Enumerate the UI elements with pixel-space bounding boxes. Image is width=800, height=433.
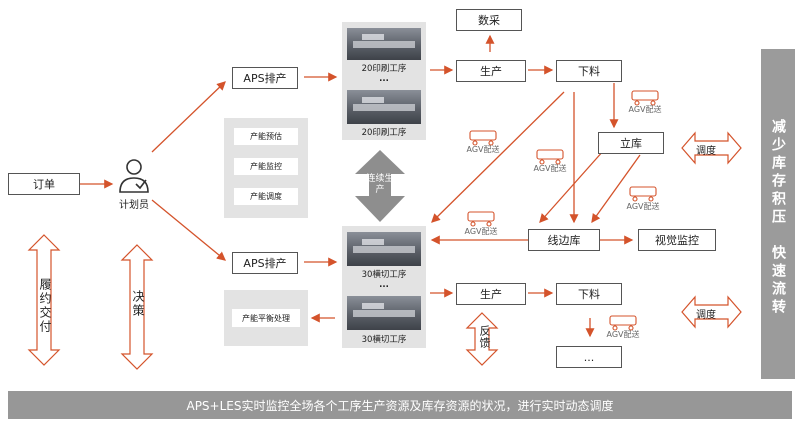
agv-icon [469, 130, 497, 146]
agv-icon [629, 186, 657, 202]
capacity-dispatch: 产能调度 [234, 188, 298, 205]
footer-banner: APS+LES实时监控全场各个工序生产资源及库存资源的状况，进行实时动态调度 [8, 391, 792, 419]
more-box: ... [556, 346, 622, 368]
agv-label: AGV配送 [464, 227, 498, 236]
vision-box: 视觉监控 [638, 229, 716, 251]
produce-box-bottom: 生产 [456, 283, 526, 305]
agv-label: AGV配送 [466, 145, 500, 154]
arrow-planner-aps-bottom [151, 199, 227, 261]
warehouse-box: 立库 [598, 132, 664, 154]
arrow-unload-cut [431, 91, 565, 223]
cut-machine-image [347, 296, 421, 330]
capacity-balance: 产能平衡处理 [232, 309, 300, 327]
double-arrow-dispatch-top [681, 131, 742, 165]
dispatch-label-bottom: 调度 [696, 310, 716, 321]
print-process-panel: 20印刷工序 ... 20印刷工序 [342, 22, 426, 140]
cut-ellipsis: ... [379, 280, 389, 290]
side-text-top: 减少库存积压 [770, 119, 786, 227]
aps-top-label: APS排产 [243, 72, 287, 85]
double-arrow-continuous [355, 150, 405, 222]
aps-box-bottom: APS排产 [232, 252, 298, 274]
print-process-label-bottom: 20印刷工序 [361, 128, 407, 138]
planner-label: 计划员 [119, 200, 149, 211]
print-process-label-top: 20印刷工序 [361, 64, 407, 74]
double-arrow-feedback [465, 312, 499, 366]
agv-label: AGV配送 [628, 105, 662, 114]
cut-process-panel: 30横切工序 ... 30横切工序 [342, 226, 426, 348]
produce-bottom-label: 生产 [480, 288, 502, 301]
order-box: 订单 [8, 173, 80, 195]
planner-icon [119, 159, 149, 193]
agv-icon [536, 149, 564, 165]
double-arrow-dispatch-bottom [681, 295, 742, 329]
warehouse-label: 立库 [620, 137, 642, 150]
more-label: ... [583, 350, 595, 364]
cut-process-label-bottom: 30横切工序 [361, 335, 407, 345]
vision-label: 视觉监控 [655, 234, 699, 247]
produce-top-label: 生产 [480, 65, 502, 78]
fulfill-label: 履约交付 [38, 278, 52, 334]
side-text-bottom: 快速流转 [770, 245, 786, 317]
footer-text: APS+LES实时监控全场各个工序生产资源及库存资源的状况，进行实时动态调度 [186, 398, 614, 413]
aps-bottom-label: APS排产 [243, 257, 287, 270]
capacity-balance-panel: 产能平衡处理 [224, 290, 308, 346]
order-label: 订单 [33, 178, 55, 191]
unload-bottom-label: 下料 [578, 288, 600, 301]
capacity-panel: 产能预估 产能监控 产能调度 [224, 118, 308, 218]
agv-label: AGV配送 [626, 202, 660, 211]
data-collect-label: 数采 [478, 14, 500, 27]
produce-box-top: 生产 [456, 60, 526, 82]
agv-label: AGV配送 [606, 330, 640, 339]
capacity-monitor: 产能监控 [234, 158, 298, 175]
print-ellipsis: ... [379, 74, 389, 84]
line-store-label: 线边库 [547, 234, 581, 247]
aps-box-top: APS排产 [232, 67, 298, 89]
unload-box-top: 下料 [556, 60, 622, 82]
dispatch-label-top: 调度 [696, 146, 716, 157]
line-store-box: 线边库 [528, 229, 600, 251]
data-collect-box: 数采 [456, 9, 522, 31]
decision-label: 决策 [131, 290, 145, 318]
side-banner: 减少库存积压 快速流转 [761, 49, 795, 379]
double-arrow-decision [120, 244, 154, 370]
capacity-estimate: 产能预估 [234, 128, 298, 145]
arrow-planner-aps-top [151, 81, 226, 153]
unload-top-label: 下料 [578, 65, 600, 78]
agv-icon [609, 315, 637, 331]
feedback-label: 反馈 [478, 325, 491, 349]
double-arrow-fulfill [27, 234, 61, 366]
arrow-warehouse-line-right [591, 154, 641, 224]
cut-machine-image [347, 232, 421, 266]
cut-process-label-top: 30横切工序 [361, 270, 407, 280]
continuous-production-label: 连续生产 [366, 174, 394, 195]
print-machine-image [347, 28, 421, 60]
print-machine-image [347, 90, 421, 124]
agv-icon [467, 211, 495, 227]
agv-icon [631, 90, 659, 106]
agv-label: AGV配送 [533, 164, 567, 173]
unload-box-bottom: 下料 [556, 283, 622, 305]
arrow-warehouse-line-left [539, 149, 605, 223]
